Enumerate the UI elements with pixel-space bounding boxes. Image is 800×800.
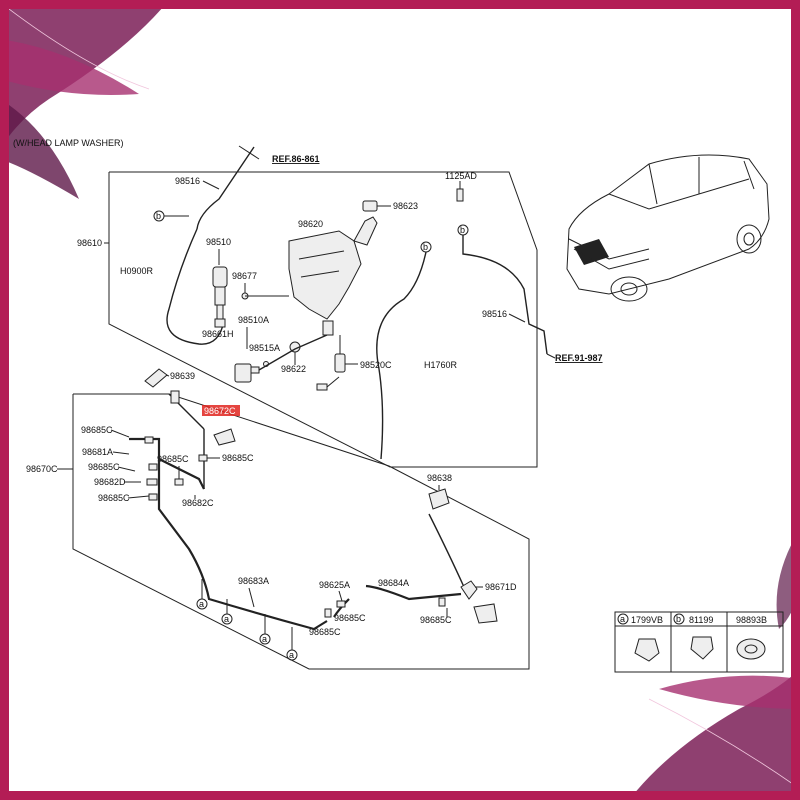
headlamp-washer-pump [234,363,260,383]
part-98515A[interactable]: 98515A [249,343,280,353]
part-H0900R[interactable]: H0900R [120,266,154,276]
circle-mark-b-right-letter: b [460,225,465,235]
part-98622[interactable]: 98622 [281,364,306,374]
hose-H0900R [166,228,225,345]
washer-pump [212,266,228,320]
part-98684A[interactable]: 98684A [378,578,409,588]
part-98685C-5[interactable]: 98685C [98,493,130,503]
part-98672C[interactable]: 98672C [204,406,236,416]
part-98620[interactable]: 98620 [298,219,323,229]
legend-b-code: 81199 [689,615,713,625]
part-98685C-6[interactable]: 98685C [334,613,366,623]
circle-mark-b-left-letter: b [156,211,161,221]
legend-a-letter: a [620,614,625,624]
part-98685C-8[interactable]: 98685C [309,627,341,637]
circle-mark-a-2: a [224,614,229,624]
car-illustration [566,154,770,302]
part-98625A[interactable]: 98625A [319,580,350,590]
part-98683A[interactable]: 98683A [238,576,269,586]
part-98510[interactable]: 98510 [206,237,231,247]
part-98682C[interactable]: 98682C [182,498,214,508]
part-98685C-2[interactable]: 98685C [222,453,254,463]
ref-top-label[interactable]: REF.86-861 [272,154,320,164]
part-98671D[interactable]: 98671D [485,582,517,592]
fastener-legend [614,611,784,673]
leaf-decoration-bottom-right [629,529,800,800]
part-98685C-3[interactable]: 98685C [157,454,189,464]
part-98685C-1[interactable]: 98685C [81,425,113,435]
part-98677[interactable]: 98677 [232,271,257,281]
part-98520C[interactable]: 98520C [360,360,392,370]
hose-to-right [462,235,548,355]
part-H1760R[interactable]: H1760R [424,360,458,370]
washer-reservoir [288,216,378,336]
part-1125AD[interactable]: 1125AD [445,171,477,181]
part-98685C-4[interactable]: 98685C [88,462,120,472]
circle-mark-a-3: a [262,634,267,644]
part-98516-right[interactable]: 98516 [482,309,507,319]
part-98623[interactable]: 98623 [393,201,418,211]
part-98639[interactable]: 98639 [170,371,195,381]
hose-H1760R [376,251,427,460]
part-98681A[interactable]: 98681A [82,447,113,457]
washer-nozzle-cap [428,488,450,510]
lower-assembly-outline [72,393,530,670]
nozzle-bracket [213,428,236,446]
circle-mark-a-4: a [289,650,294,660]
part-98670C[interactable]: 98670C [26,464,58,474]
circle-mark-a-1: a [199,599,204,609]
circle-mark-b-center-letter: b [423,242,428,252]
hose-top [196,146,255,230]
header-title: (W/HEAD LAMP WASHER) [13,138,124,148]
circle-marks-a [196,579,298,661]
leaf-decoration-top-left [0,0,169,199]
part-98661H[interactable]: 98661H [202,329,234,339]
upper-assembly-outline [108,171,538,468]
part-98685C-7[interactable]: 98685C [420,615,452,625]
part-98516-top[interactable]: 98516 [175,176,200,186]
part-98682D[interactable]: 98682D [94,477,126,487]
highlight-98672C [202,405,240,416]
legend-c-code: 98893B [736,615,767,625]
headlamp-hose-network [129,429,498,631]
part-98610[interactable]: 98610 [77,238,102,248]
ref-right-label[interactable]: REF.91-987 [555,353,603,363]
legend-a-code: 1799VB [631,615,663,625]
legend-b-letter: b [676,614,681,624]
part-98638[interactable]: 98638 [427,473,452,483]
part-98510A[interactable]: 98510A [238,315,269,325]
